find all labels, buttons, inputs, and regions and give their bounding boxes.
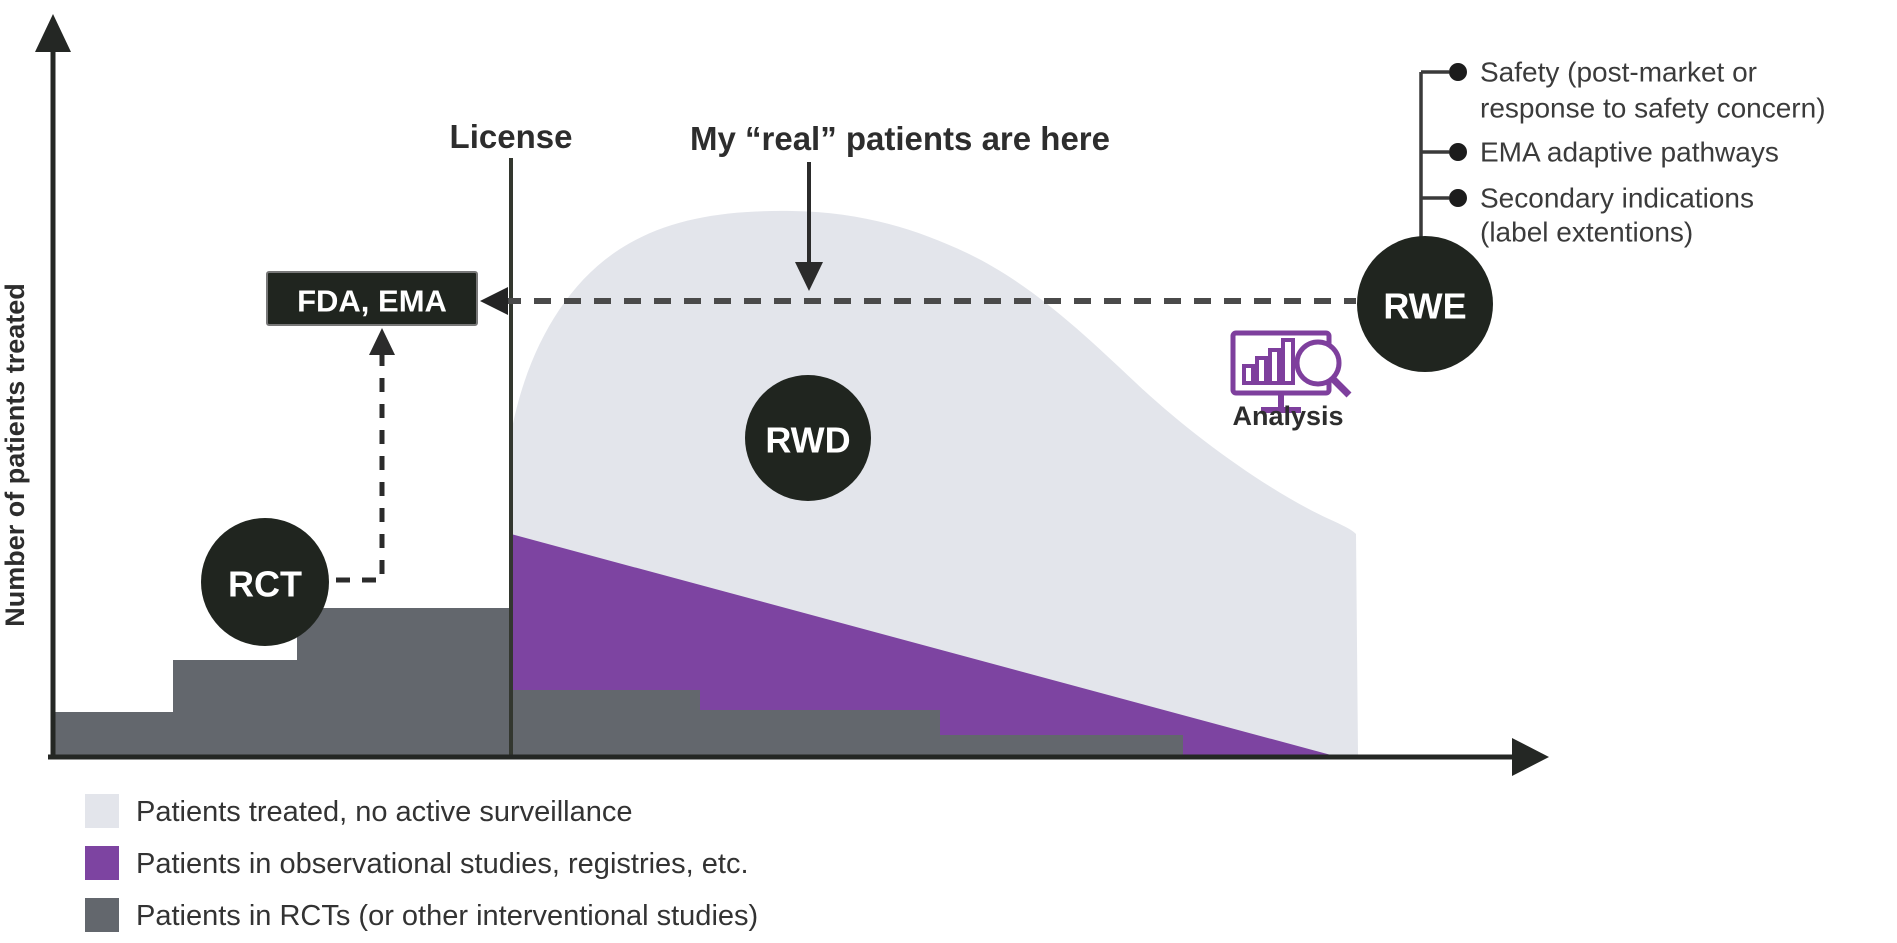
rct-node-label: RCT	[228, 564, 302, 605]
rwe-use-safety-line2: response to safety concern)	[1480, 93, 1826, 124]
y-axis-label: Number of patients treated	[0, 283, 30, 627]
legend: Patients treated, no active surveillance…	[85, 794, 758, 932]
legend-label-observational: Patients in observational studies, regis…	[136, 848, 749, 880]
bullet-dot-icon	[1449, 143, 1467, 161]
bullet-dot-icon	[1449, 63, 1467, 81]
fda-ema-label: FDA, EMA	[297, 284, 447, 319]
fda-ema-box	[266, 271, 478, 326]
bullet-dot-icon	[1449, 189, 1467, 207]
rwe-use-secondary-line1: Secondary indications	[1480, 183, 1754, 214]
analysis-label: Analysis	[1232, 401, 1343, 431]
area-observational-studies	[511, 534, 1331, 755]
y-axis-arrowhead-icon	[35, 14, 71, 52]
rwd-node	[745, 375, 871, 501]
rct-to-fda-dashed-line	[336, 352, 385, 583]
rct-to-fda-arrowhead-icon	[369, 328, 395, 355]
rwe-bullet-connector	[1419, 70, 1449, 238]
rwe-node	[1357, 236, 1493, 372]
legend-label-rct: Patients in RCTs (or other interventiona…	[136, 900, 758, 932]
rwe-use-secondary-line2: (label extentions)	[1480, 217, 1693, 248]
legend-swatch-no-surveillance	[85, 794, 119, 828]
legend-swatch-observational	[85, 846, 119, 880]
patients-annotation: My “real” patients are here	[690, 120, 1110, 157]
license-label: License	[450, 118, 573, 155]
legend-label-no-surveillance: Patients treated, no active surveillance	[136, 796, 633, 828]
rct-node	[201, 518, 329, 646]
rwe-node-label: RWE	[1383, 286, 1466, 327]
x-axis-arrowhead-icon	[1512, 738, 1549, 776]
legend-swatch-rct	[85, 898, 119, 932]
area-rct-pre-license-steps	[53, 608, 511, 755]
analysis-chart-magnifier-icon	[1230, 330, 1352, 413]
rwe-use-ema-pathways: EMA adaptive pathways	[1480, 137, 1779, 168]
rwe-use-safety-line1: Safety (post-market or	[1480, 57, 1757, 88]
patients-annotation-arrowhead-icon	[795, 262, 823, 291]
rwd-node-label: RWD	[765, 420, 850, 461]
area-rct-post-license-steps	[511, 690, 1183, 755]
rwe-to-fda-arrowhead-icon	[480, 287, 508, 315]
